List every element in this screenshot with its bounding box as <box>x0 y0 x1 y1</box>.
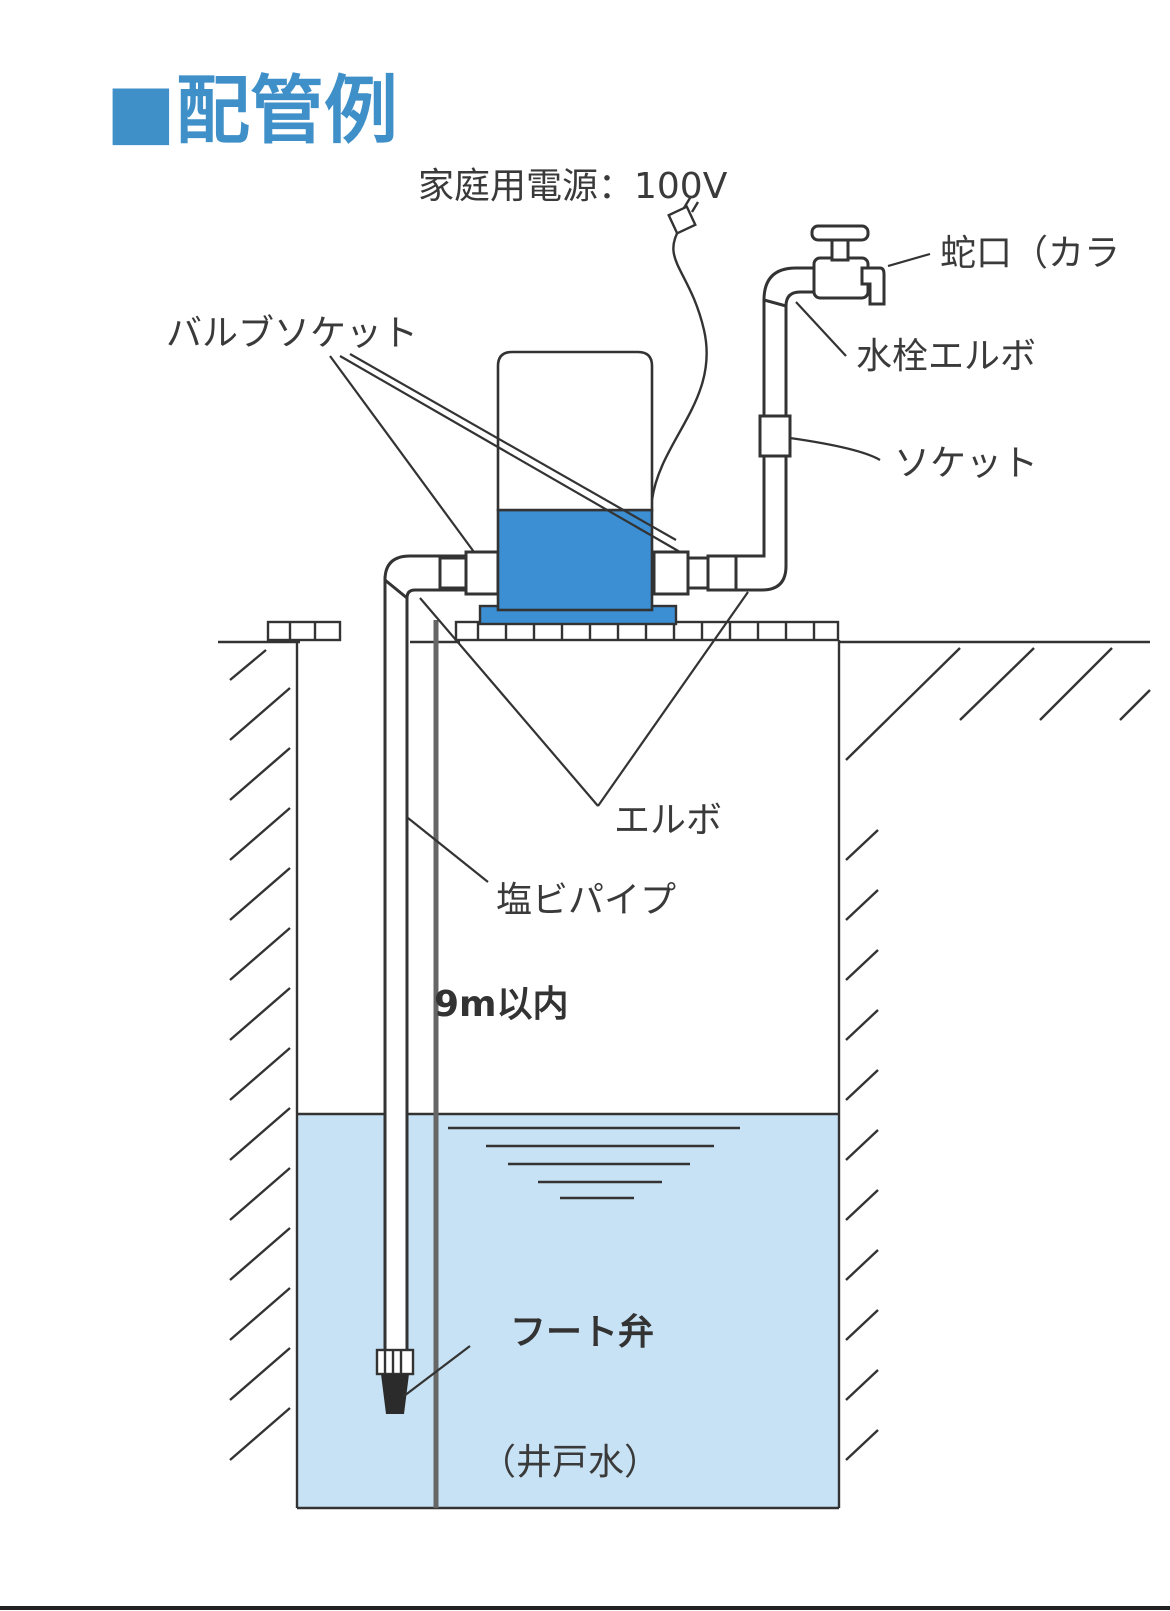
valve-socket-right <box>652 550 690 596</box>
label-socket: ソケット <box>894 443 1038 484</box>
left-wall-hatching <box>229 649 291 1461</box>
label-hydrant-elbow: 水栓エルボ <box>856 336 1036 377</box>
power-cord <box>650 227 708 501</box>
foot-valve-icon <box>375 1348 415 1414</box>
label-depth: 9m以内 <box>434 984 569 1025</box>
right-wall-hatching <box>845 647 1151 1461</box>
label-well-water: （井戸水） <box>480 1442 660 1483</box>
faucet-icon <box>810 224 886 306</box>
hydrant-elbow <box>762 266 822 308</box>
label-elbow: エルボ <box>614 800 722 841</box>
ground-surface <box>218 620 1150 644</box>
valve-socket-left <box>464 550 500 596</box>
water-surface-ripples <box>448 1126 740 1200</box>
label-power: 家庭用電源：100V <box>418 166 728 207</box>
label-foot-valve: フート弁 <box>510 1312 654 1353</box>
label-valve-socket: バルブソケット <box>166 313 418 354</box>
riser-socket <box>758 414 792 458</box>
label-faucet: 蛇口（カラ <box>940 233 1120 274</box>
pump-icon <box>478 350 678 626</box>
label-pvc-pipe: 塩ビパイプ <box>496 880 676 921</box>
diagram-title: ■配管例 <box>106 68 398 154</box>
outlet-connector <box>706 554 738 592</box>
plug-icon <box>667 197 700 235</box>
leader-lines <box>329 252 931 1397</box>
